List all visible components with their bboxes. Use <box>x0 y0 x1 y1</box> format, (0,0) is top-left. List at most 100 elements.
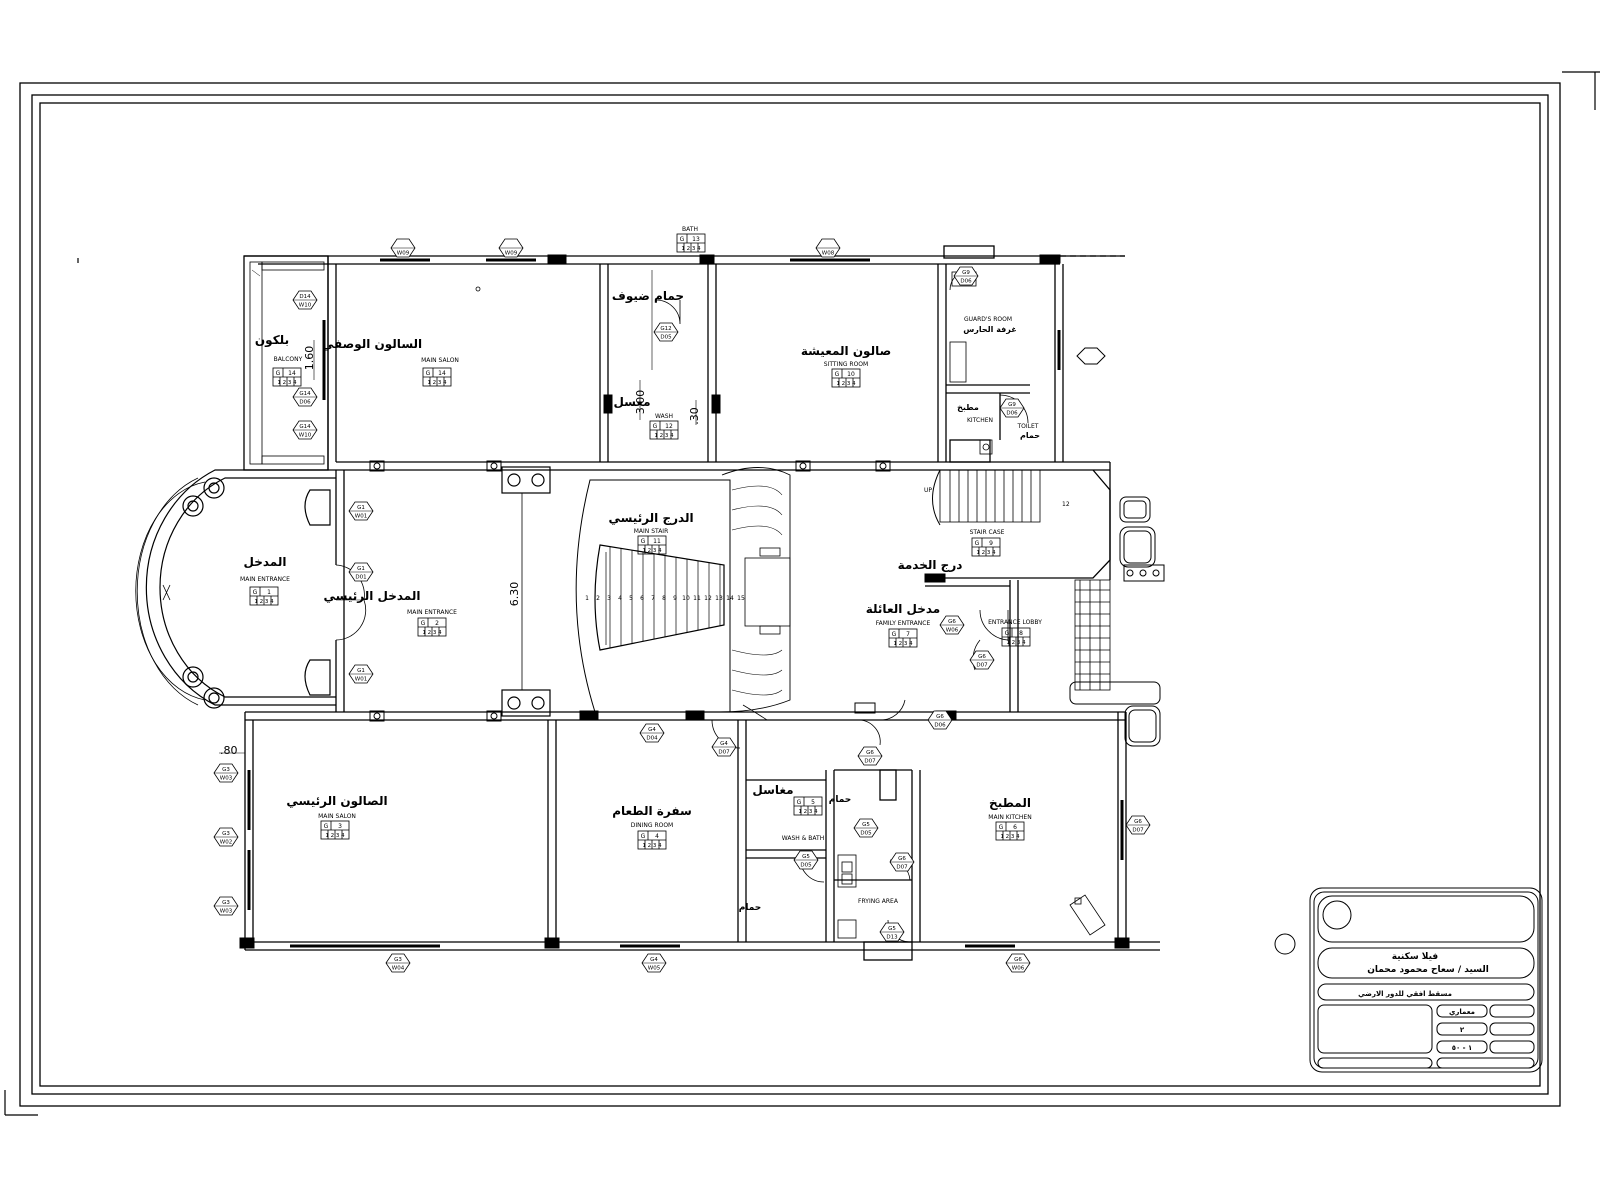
title-block-text: فيلا سكنية السيد / سعاح محمود محمان مسقط… <box>1358 952 1489 1052</box>
svg-text:G9: G9 <box>962 270 970 276</box>
svg-text:D05: D05 <box>860 831 872 837</box>
wash-top-label-en: WASH <box>655 413 673 420</box>
svg-text:7: 7 <box>906 631 910 638</box>
hall-columns <box>501 466 551 717</box>
svg-text:G: G <box>324 823 329 830</box>
svg-text:W08: W08 <box>822 251 835 257</box>
svg-text:W03: W03 <box>220 909 233 915</box>
svg-text:G3: G3 <box>222 767 230 773</box>
svg-text:G5: G5 <box>802 854 810 860</box>
svg-text:1 2 3 4: 1 2 3 4 <box>277 380 297 386</box>
sheet-number: ٢ <box>1460 1026 1465 1034</box>
service-stair <box>932 469 1111 691</box>
wash-top-label-ar: مغسل <box>613 395 650 409</box>
family-entrance-label-en: FAMILY ENTRANCE <box>876 620 931 627</box>
svg-text:G: G <box>975 540 980 547</box>
svg-text:G: G <box>999 824 1004 831</box>
entrance-bay <box>135 469 367 709</box>
stair-step-number: 1 <box>585 595 589 602</box>
svg-text:D07: D07 <box>896 865 908 871</box>
windows <box>247 258 1124 948</box>
guards-room-label-ar: غرفة الحارس <box>963 325 1016 335</box>
svg-text:D06: D06 <box>1006 411 1018 417</box>
column-markers <box>239 254 1165 949</box>
dim-0-30: .30 <box>688 407 701 425</box>
stair-step-number: 14 <box>726 595 734 602</box>
svg-text:G9: G9 <box>1008 402 1016 408</box>
toilet-label-ar: حمام <box>1020 431 1040 440</box>
svg-text:G6: G6 <box>1014 957 1022 963</box>
tag-w08: W08 <box>815 238 841 258</box>
svg-text:8: 8 <box>1019 630 1023 637</box>
svg-text:D06: D06 <box>934 723 946 729</box>
svg-text:G: G <box>276 370 281 377</box>
scale: ١ - ٥٠ <box>1452 1044 1473 1052</box>
svg-text:14: 14 <box>438 370 446 377</box>
svg-text:D14: D14 <box>299 294 311 300</box>
svg-text:G1: G1 <box>357 668 365 674</box>
sheet-title: مسقط افقي للدور الارضي <box>1358 990 1452 998</box>
dim-1-60: 1.60 <box>303 346 316 371</box>
svg-text:G4: G4 <box>720 741 728 747</box>
svg-text:1 2 3 4: 1 2 3 4 <box>893 641 913 647</box>
title-block <box>1274 887 1543 1073</box>
svg-text:G: G <box>253 589 258 596</box>
svg-text:W10: W10 <box>299 303 312 309</box>
svg-text:G: G <box>426 370 431 377</box>
svg-text:D07: D07 <box>718 750 730 756</box>
svg-text:G4: G4 <box>650 957 658 963</box>
main-stair-label-en: MAIN STAIR <box>634 528 669 535</box>
svg-text:1 2 3 4: 1 2 3 4 <box>422 630 442 636</box>
bath-top-label-ar: حمام ضيوف <box>612 289 684 304</box>
dim-0-80: .80 <box>220 744 238 757</box>
stair-step-number: 15 <box>737 595 745 602</box>
svg-text:W04: W04 <box>392 966 405 972</box>
dining-room-label-en: DINING ROOM <box>631 822 673 829</box>
main-stair-label-ar: الدرج الرئيسي <box>608 511 693 525</box>
main-kitchen-label-ar: المطبخ <box>989 796 1031 810</box>
svg-text:13: 13 <box>692 236 700 243</box>
svg-text:G14: G14 <box>299 391 311 397</box>
svg-text:W01: W01 <box>355 514 367 520</box>
main-entrance-label-ar: المدخل الرئيسي <box>324 589 421 603</box>
svg-text:D07: D07 <box>864 759 876 765</box>
svg-text:G: G <box>641 538 646 545</box>
svg-text:2: 2 <box>435 620 439 627</box>
stair-step-number: 7 <box>651 595 655 602</box>
svg-text:D01: D01 <box>355 575 366 581</box>
svg-text:D05: D05 <box>800 863 812 869</box>
wash-bath-label-ar: مغاسل <box>752 783 793 797</box>
kitchen-small-label-en: KITCHEN <box>967 417 993 424</box>
svg-text:G: G <box>680 236 685 243</box>
svg-text:5: 5 <box>811 799 815 806</box>
entrance-lobby-label-en: ENTRANCE LOBBY <box>988 619 1042 626</box>
svg-text:1 2 3 4: 1 2 3 4 <box>1006 640 1026 646</box>
svg-text:10: 10 <box>847 371 855 378</box>
svg-text:1 2 3 4: 1 2 3 4 <box>976 550 996 556</box>
svg-text:G5: G5 <box>862 822 870 828</box>
stair-step-number: 12 <box>704 595 712 602</box>
planters <box>1069 347 1161 747</box>
svg-text:1 2 3 4: 1 2 3 4 <box>1000 834 1020 840</box>
frying-area-label-en: FRYING AREA <box>858 898 899 905</box>
svg-text:1 2 3 4: 1 2 3 4 <box>654 433 674 439</box>
